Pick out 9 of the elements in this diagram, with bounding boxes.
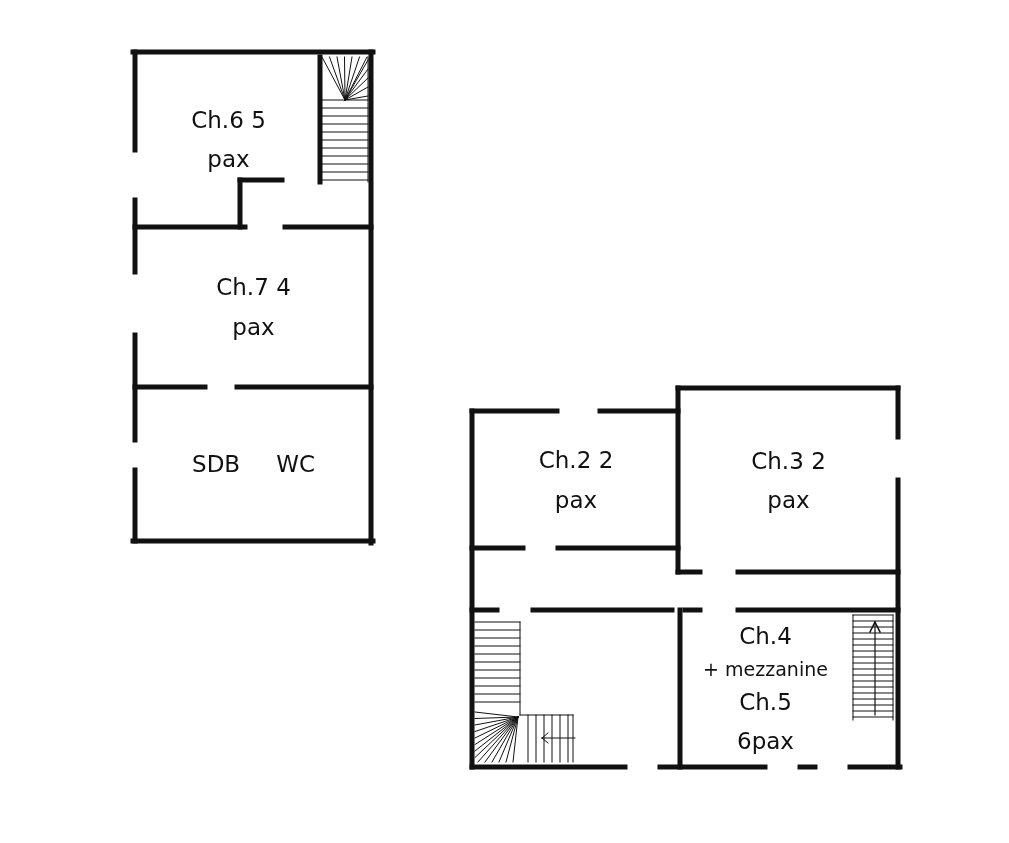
room-label: WC xyxy=(276,450,315,480)
room-label: Ch.7 4 pax xyxy=(215,273,292,342)
room-label: Ch.3 2 pax xyxy=(750,446,827,515)
room-label: Ch.2 2 pax xyxy=(537,446,615,515)
room-label: SDB xyxy=(192,450,241,480)
room-label: Ch.5 6pax xyxy=(736,687,795,756)
room-label: Ch.4 xyxy=(739,622,792,652)
room-label: + mezzanine xyxy=(703,657,828,683)
room-label: Ch.6 5 pax xyxy=(190,105,267,174)
